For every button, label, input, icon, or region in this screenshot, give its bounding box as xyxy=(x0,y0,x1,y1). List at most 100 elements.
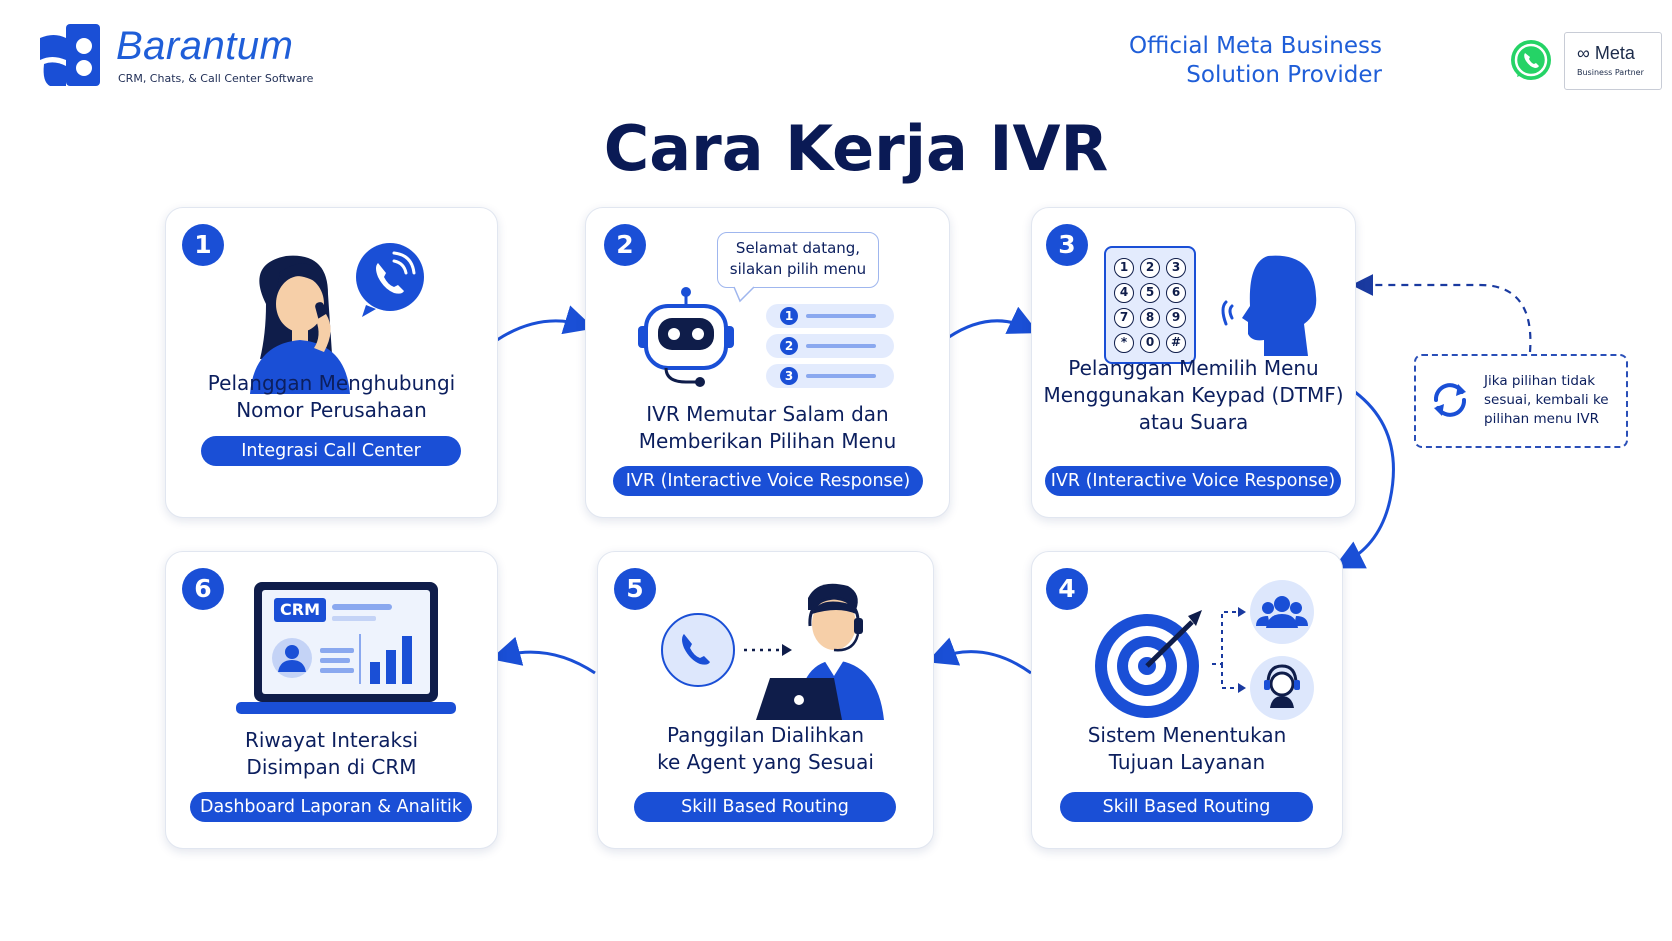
note-line-3: pilihan menu IVR xyxy=(1484,411,1599,427)
keypad-key[interactable]: 4 xyxy=(1114,283,1134,303)
keypad-key[interactable]: 3 xyxy=(1166,258,1186,278)
arrow-4-5 xyxy=(926,637,1032,675)
keypad-key[interactable]: 5 xyxy=(1140,283,1160,303)
keypad-key[interactable]: 9 xyxy=(1166,308,1186,328)
menu-option[interactable]: 3 xyxy=(766,364,894,388)
partner-line-1: Official Meta Business xyxy=(1128,33,1382,59)
retry-note: Jika pilihan tidak sesuai, kembali ke pi… xyxy=(1414,354,1628,448)
bubble-tail xyxy=(733,286,755,303)
phone-icon xyxy=(661,613,735,687)
step-card-1[interactable]: 1 Pelanggan Menghubungi Nomor Perusahaan… xyxy=(165,207,498,518)
meta-logo-text: Meta xyxy=(1594,43,1635,63)
step-title-line-1: Sistem Menentukan xyxy=(1087,723,1287,747)
step-title-line-2: Tujuan Layanan xyxy=(1108,750,1266,774)
crm-label: CRM xyxy=(280,600,320,619)
step-card-6[interactable]: 6 CRM Riwayat Interaksi Disimpan di CRM … xyxy=(165,551,498,849)
menu-option-line xyxy=(806,314,876,318)
step-title-line-2: Menggunakan Keypad (DTMF) xyxy=(1043,383,1344,407)
step-tag: Dashboard Laporan & Analitik xyxy=(190,792,472,822)
step-tag: Skill Based Routing xyxy=(1060,792,1313,822)
keypad-key[interactable]: # xyxy=(1166,333,1186,353)
keypad-key[interactable]: 8 xyxy=(1140,308,1160,328)
step-tag: Skill Based Routing xyxy=(634,792,896,822)
step-title-line-1: IVR Memutar Salam dan xyxy=(646,402,889,426)
group-icon xyxy=(1250,580,1314,644)
menu-option-number: 2 xyxy=(780,337,798,355)
note-line-1: Jika pilihan tidak xyxy=(1484,373,1596,389)
keypad-key[interactable]: 0 xyxy=(1140,333,1160,353)
refresh-icon xyxy=(1434,383,1466,417)
retry-note-text: Jika pilihan tidak sesuai, kembali ke pi… xyxy=(1484,372,1624,429)
greeting-line-2: silakan pilih menu xyxy=(729,260,867,278)
step-tag: IVR (Interactive Voice Response) xyxy=(613,466,923,496)
step-title: Panggilan Dialihkan ke Agent yang Sesuai xyxy=(598,722,933,776)
keypad-key[interactable]: 7 xyxy=(1114,308,1134,328)
headset-icon xyxy=(1250,656,1314,720)
step-tag: Integrasi Call Center xyxy=(201,436,461,466)
step-title: Pelanggan Memilih Menu Menggunakan Keypa… xyxy=(1032,355,1355,436)
step-card-4[interactable]: 4 Sistem xyxy=(1031,551,1343,849)
menu-option-line xyxy=(806,374,876,378)
page-title: Cara Kerja IVR xyxy=(603,112,1109,185)
arrow-loop-back xyxy=(1351,274,1532,353)
step-number: 2 xyxy=(604,224,646,266)
brand-logo[interactable]: Barantum CRM, Chats, & Call Center Softw… xyxy=(40,22,360,92)
whatsapp-icon xyxy=(1511,40,1551,80)
arrow-5-6 xyxy=(490,636,596,675)
step-title-line-1: Panggilan Dialihkan xyxy=(666,723,865,747)
meta-logo-icon: ∞ Meta xyxy=(1577,43,1635,63)
step-number: 3 xyxy=(1046,224,1088,266)
step-number: 1 xyxy=(182,224,224,266)
step-title-line-2: Memberikan Pilihan Menu xyxy=(638,429,897,453)
step-title: Pelanggan Menghubungi Nomor Perusahaan xyxy=(166,370,497,424)
step-title: Riwayat Interaksi Disimpan di CRM xyxy=(166,727,497,781)
agent-icon xyxy=(756,583,884,720)
brand-tagline: CRM, Chats, & Call Center Software xyxy=(118,72,314,85)
step-title-line-1: Riwayat Interaksi xyxy=(244,728,419,752)
step-number: 6 xyxy=(182,568,224,610)
step-number: 5 xyxy=(614,568,656,610)
keypad-key[interactable]: * xyxy=(1114,333,1134,353)
barantum-logo-icon xyxy=(40,24,100,86)
robot-icon xyxy=(638,287,734,387)
step-card-3[interactable]: 3 1 2 3 4 5 6 7 8 9 * 0 # Pelanggan Memi… xyxy=(1031,207,1356,518)
laptop-icon xyxy=(236,582,456,714)
keypad-key[interactable]: 1 xyxy=(1114,258,1134,278)
step-title: Sistem Menentukan Tujuan Layanan xyxy=(1032,722,1342,776)
arrow-3-4 xyxy=(1333,390,1395,569)
meta-partner-badge: ∞ Meta Business Partner xyxy=(1564,32,1662,90)
step-title-line-3: atau Suara xyxy=(1138,410,1249,434)
keypad-key[interactable]: 6 xyxy=(1166,283,1186,303)
greeting-line-1: Selamat datang, xyxy=(735,239,861,257)
partner-text: Official Meta Business Solution Provider xyxy=(1122,32,1382,90)
step-title-line-1: Pelanggan Menghubungi xyxy=(207,371,456,395)
woman-icon xyxy=(250,255,350,394)
voice-head-icon xyxy=(1221,255,1317,356)
menu-options: 1 2 3 xyxy=(766,304,894,388)
meta-badge-text: Business Partner xyxy=(1577,68,1644,77)
step-tag: IVR (Interactive Voice Response) xyxy=(1045,466,1341,496)
keypad-icon: 1 2 3 4 5 6 7 8 9 * 0 # xyxy=(1104,246,1196,364)
brand-name: Barantum xyxy=(116,24,294,68)
menu-option-number: 3 xyxy=(780,367,798,385)
step-title-line-2: ke Agent yang Sesuai xyxy=(657,750,874,774)
phone-icon xyxy=(356,243,424,317)
target-icon xyxy=(1095,610,1202,718)
step-card-2[interactable]: 2 Selamat datang, silakan pilih menu 1 2… xyxy=(585,207,950,518)
arrow-1-2 xyxy=(496,305,595,342)
step-title: IVR Memutar Salam dan Memberikan Pilihan… xyxy=(586,401,949,455)
keypad-key[interactable]: 2 xyxy=(1140,258,1160,278)
routing-diagram xyxy=(1095,580,1314,720)
step-title-line-2: Disimpan di CRM xyxy=(246,755,417,779)
arrow-2-3 xyxy=(948,306,1039,339)
menu-option[interactable]: 2 xyxy=(766,334,894,358)
step-title-line-1: Pelanggan Memilih Menu xyxy=(1068,356,1319,380)
note-line-2: sesuai, kembali ke xyxy=(1484,392,1609,408)
menu-option[interactable]: 1 xyxy=(766,304,894,328)
step-number: 4 xyxy=(1046,568,1088,610)
transfer-illustration xyxy=(661,583,884,720)
step-card-5[interactable]: 5 Panggilan Dialihkan ke Agent yang Sesu… xyxy=(597,551,934,849)
keypad-grid: 1 2 3 4 5 6 7 8 9 * 0 # xyxy=(1114,258,1186,353)
step-title-line-2: Nomor Perusahaan xyxy=(236,398,427,422)
